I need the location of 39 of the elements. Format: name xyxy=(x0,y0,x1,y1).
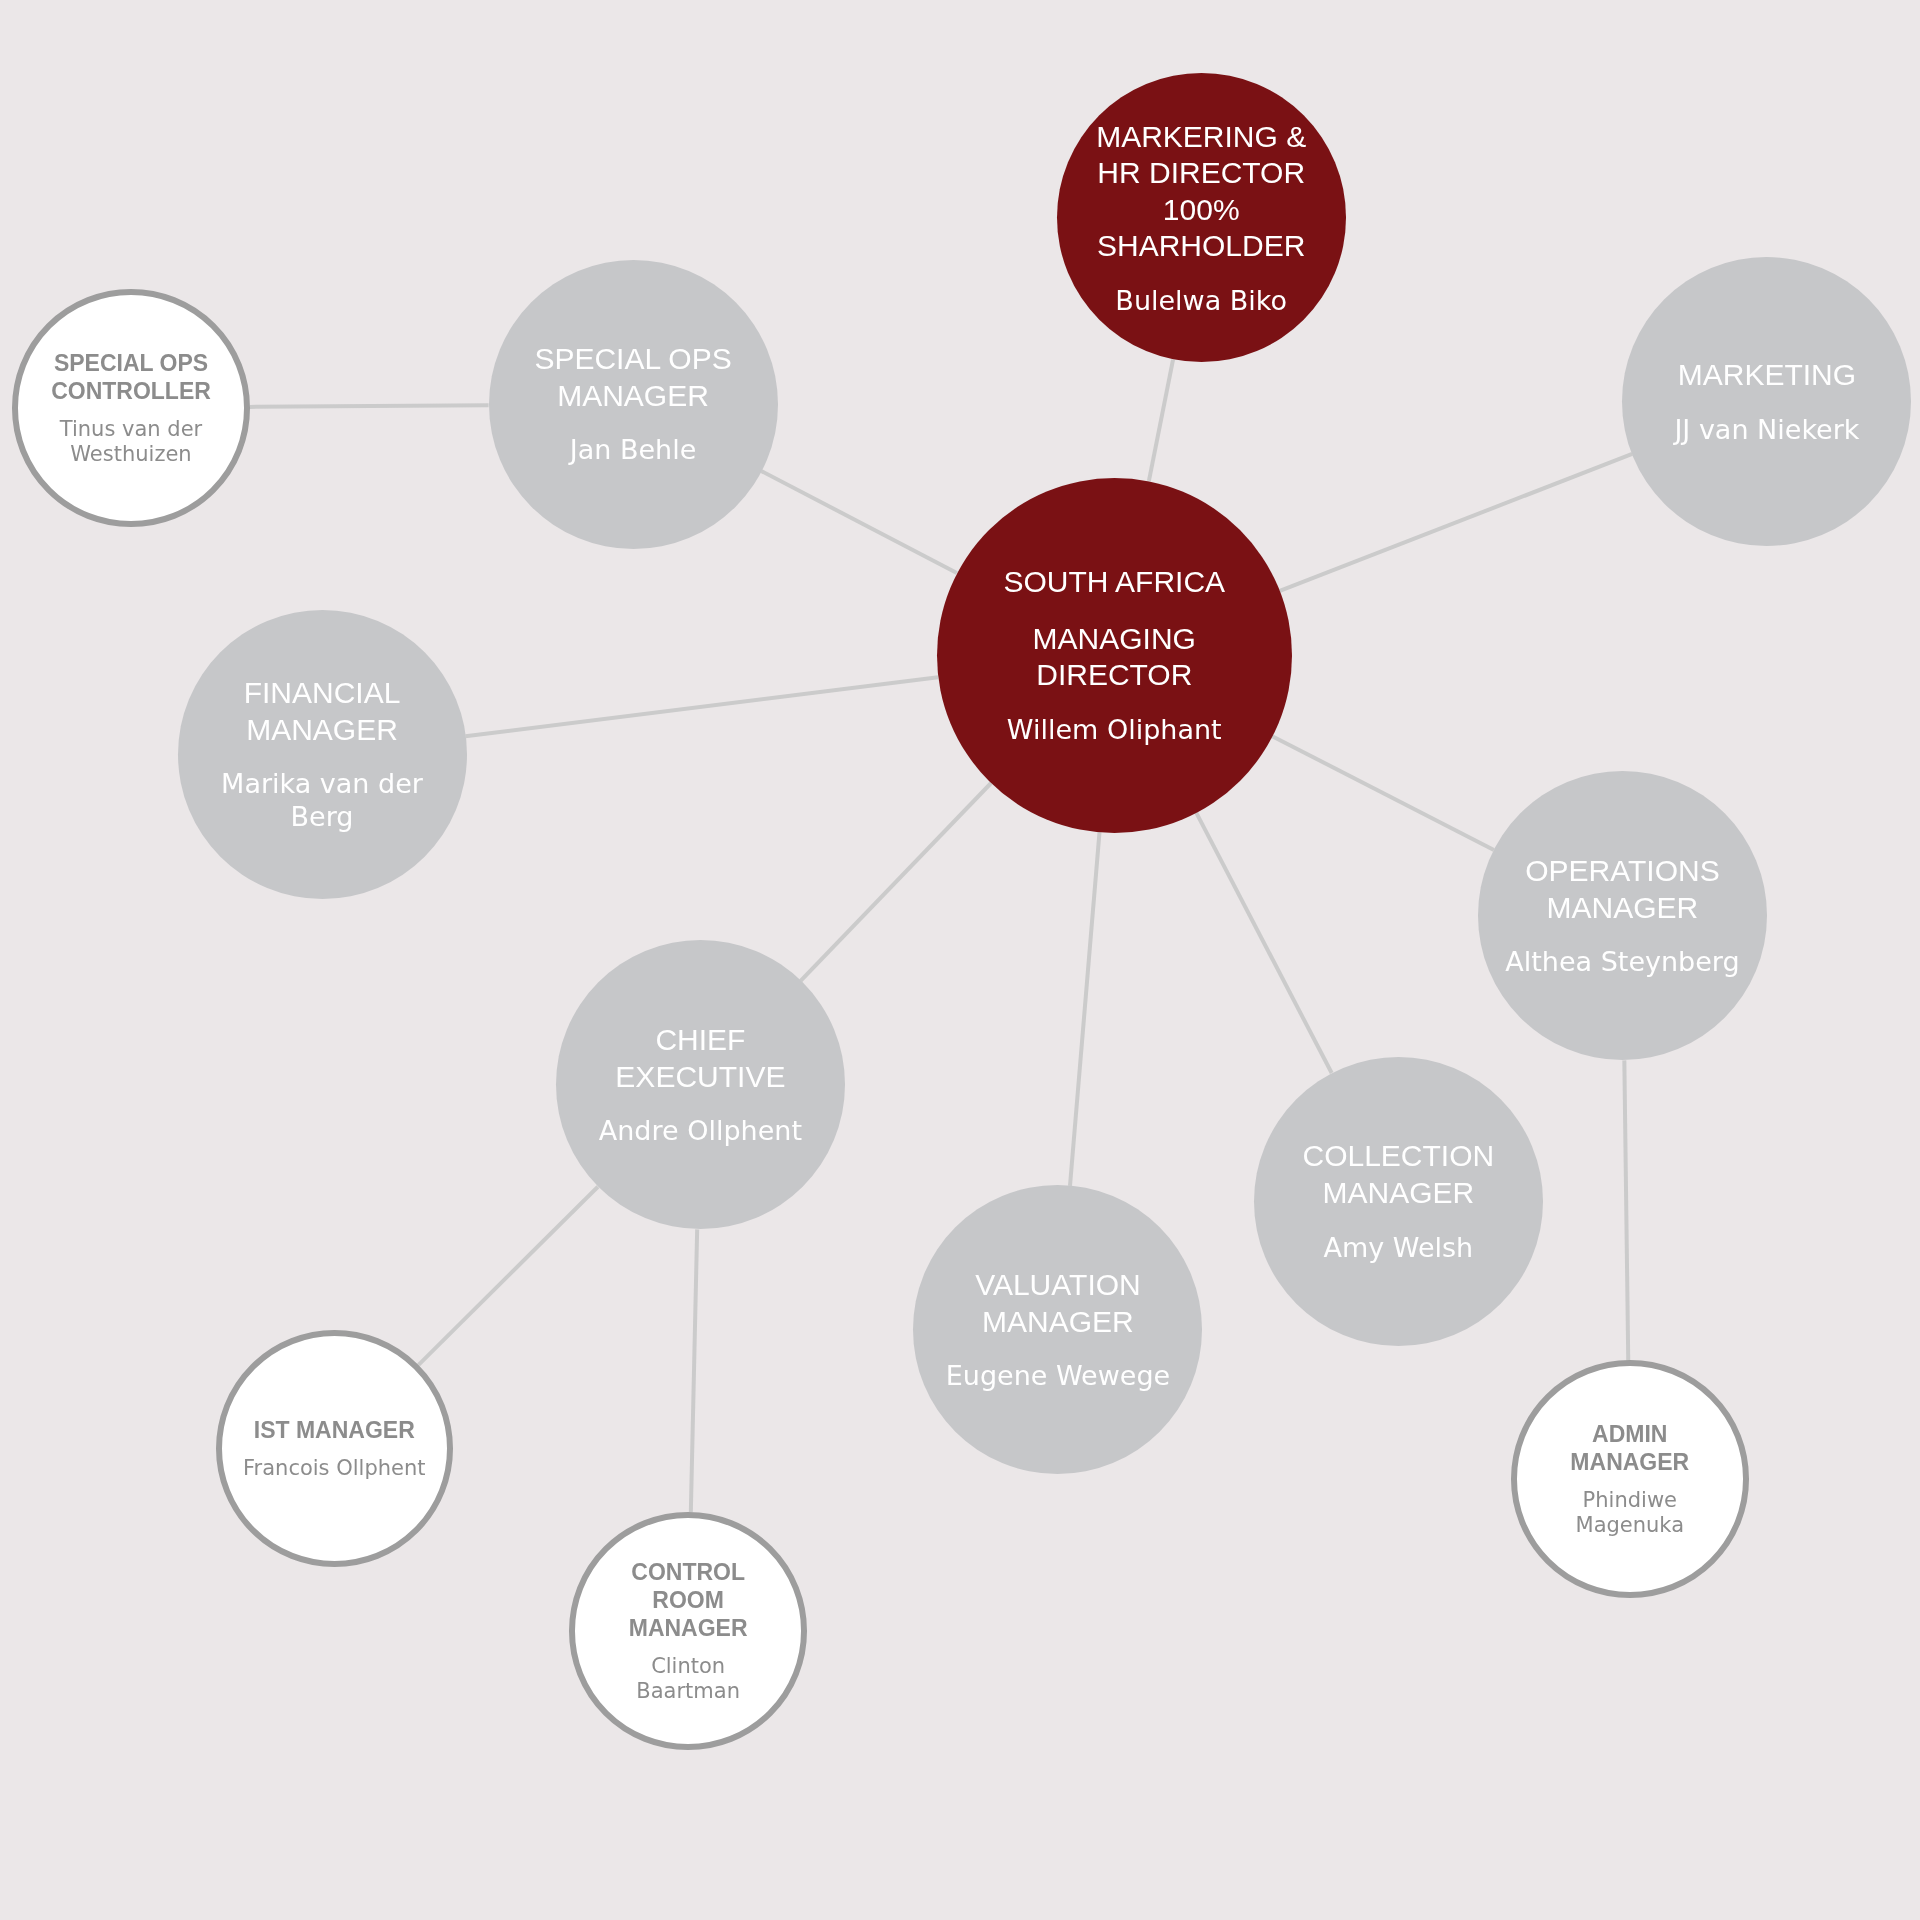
connector-line xyxy=(1622,1060,1631,1361)
role-title: CHIEF EXECUTIVE xyxy=(614,1022,787,1095)
role-title: MARKETING xyxy=(1676,357,1858,394)
connector-line xyxy=(1194,811,1334,1074)
connector-line xyxy=(249,403,489,409)
person-name: Andre Ollphent xyxy=(597,1115,803,1148)
connector-line xyxy=(1146,359,1175,482)
person-name: Willem Oliphant xyxy=(1005,713,1223,747)
connector-line xyxy=(760,469,958,575)
person-name: JJ van Niekerk xyxy=(1672,413,1861,447)
connector-line xyxy=(799,781,993,983)
person-name: Bulelwa Biko xyxy=(1114,284,1289,318)
role-title: MANAGING DIRECTOR xyxy=(1031,620,1197,694)
person-name: Tinus van der Westhuizen xyxy=(58,416,204,467)
role-title: SOUTH AFRICA xyxy=(1002,564,1227,600)
role-title: COLLECTION MANAGER xyxy=(1301,1138,1496,1211)
connector-line xyxy=(1068,831,1102,1186)
connector-line xyxy=(1271,734,1495,852)
connector-line xyxy=(465,675,939,739)
role-title: VALUATION MANAGER xyxy=(974,1267,1142,1340)
role-title: FINANCIAL MANAGER xyxy=(242,675,402,748)
role-title: OPERATIONS MANAGER xyxy=(1524,853,1721,926)
person-name: Amy Welsh xyxy=(1322,1231,1475,1264)
person-name: Phindiwe Magenuka xyxy=(1574,1488,1686,1539)
role-title: SPECIAL OPS CONTROLLER xyxy=(50,348,212,405)
person-name: Althea Steynberg xyxy=(1504,946,1741,979)
role-title: IST MANAGER xyxy=(252,1415,416,1444)
person-name: Francois Ollphent xyxy=(242,1456,427,1482)
connector-line xyxy=(417,1185,600,1367)
person-name: Clinton Baartman xyxy=(635,1653,741,1705)
person-name: Jan Behle xyxy=(567,434,698,467)
connector-line xyxy=(688,1229,700,1513)
role-title: MARKERING & HR DIRECTOR 100% SHARHOLDER xyxy=(1095,118,1308,265)
person-name: Marika van der Berg xyxy=(220,768,424,834)
connector-line xyxy=(1279,452,1633,593)
role-title: SPECIAL OPS MANAGER xyxy=(533,341,733,414)
role-title: ADMIN MANAGER xyxy=(1569,1419,1691,1477)
person-name: Eugene Wewege xyxy=(944,1360,1172,1393)
role-title: CONTROL ROOM MANAGER xyxy=(627,1557,749,1642)
